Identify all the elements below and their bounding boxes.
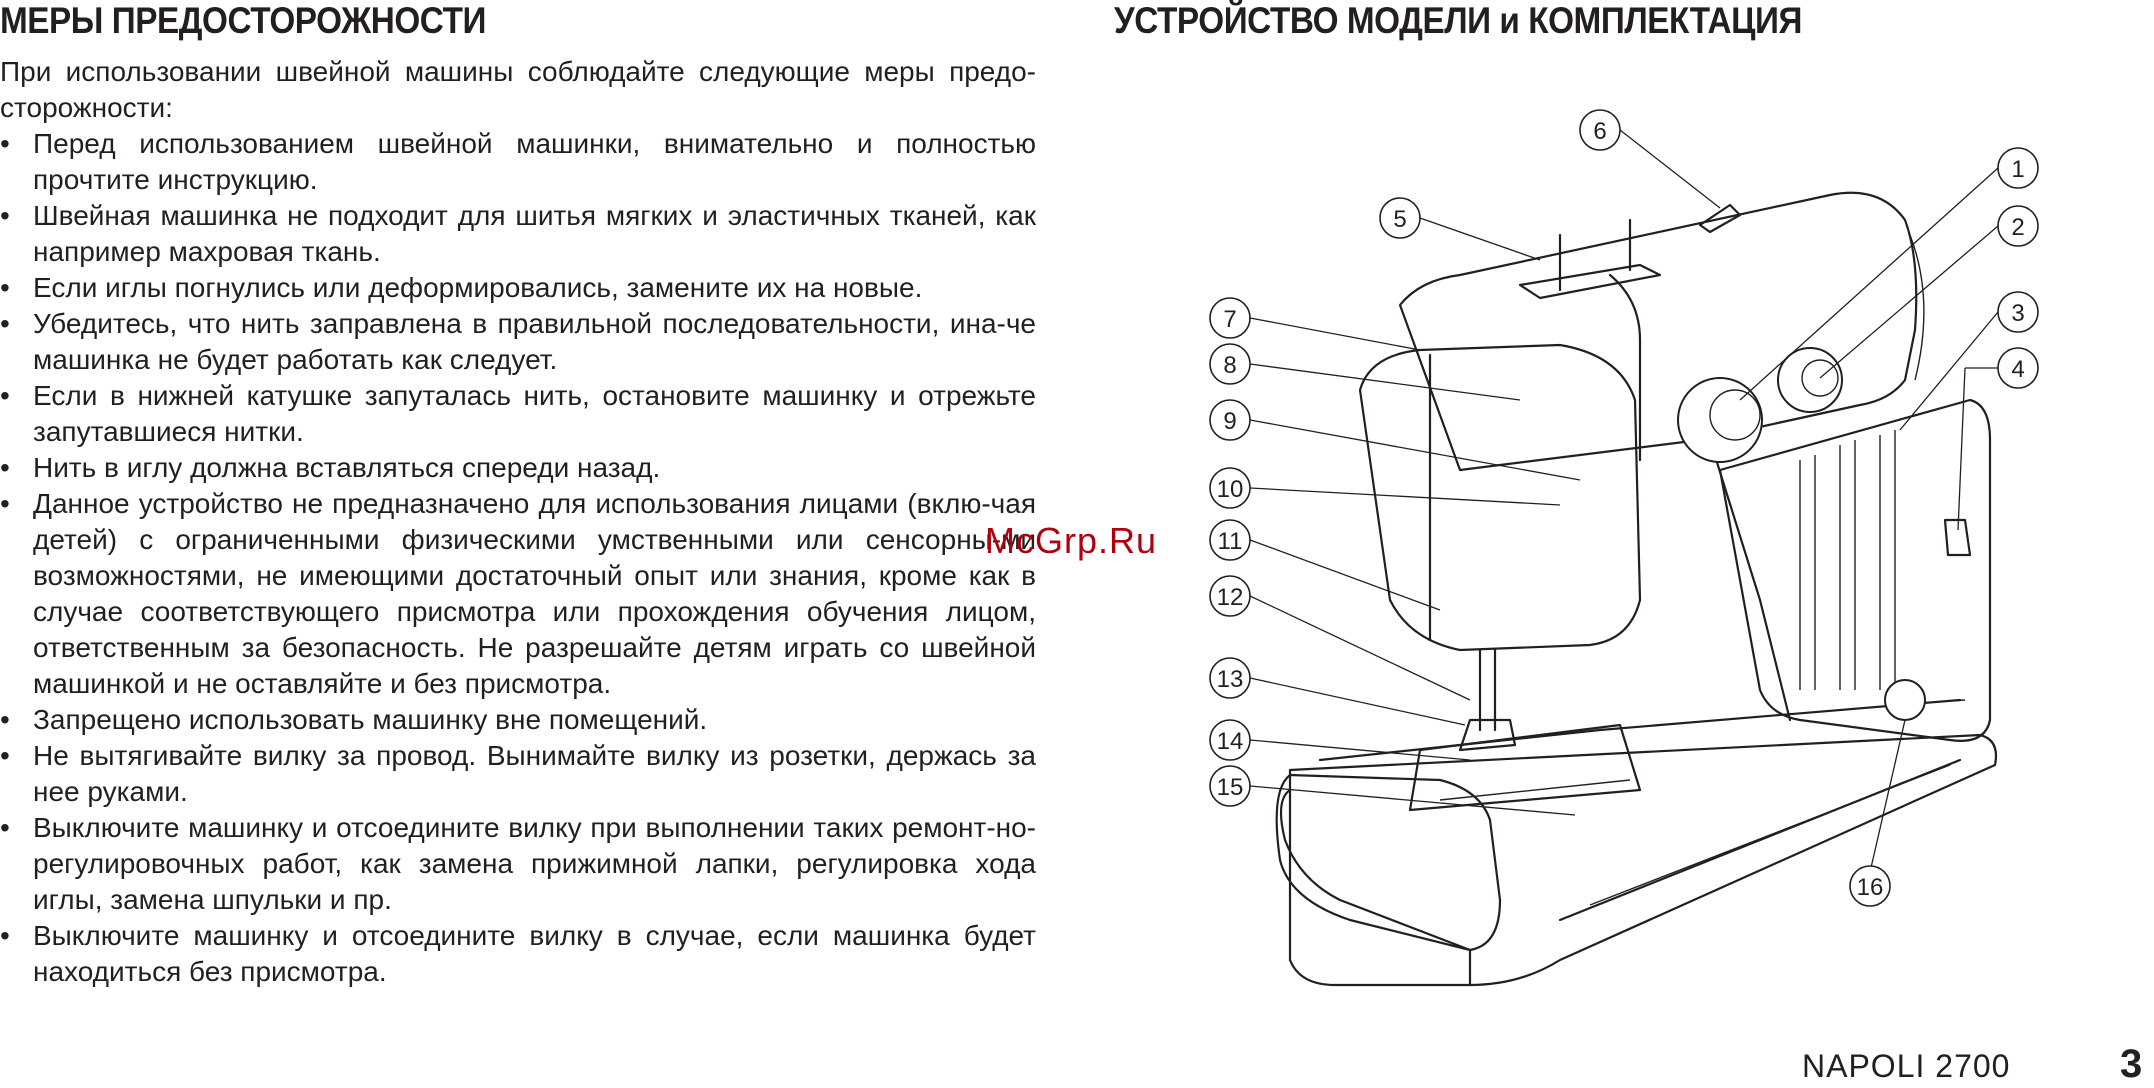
callout-8: 8 (1209, 343, 1251, 385)
bullet-marker: • (0, 740, 10, 771)
precaution-item: • Нить в иглу должна вставляться спереди … (0, 450, 1036, 486)
bullet-marker: • (0, 488, 10, 519)
callout-3: 3 (1997, 291, 2039, 333)
precaution-text: Выключите машинку и отсоедините вилку в … (33, 920, 1036, 987)
precautions-column: При использовании швейной машины соблюда… (0, 54, 1036, 990)
precaution-item: • Если в нижней катушке запуталась нить, … (0, 378, 1036, 450)
callout-number: 10 (1217, 476, 1244, 503)
callout-number: 8 (1223, 352, 1236, 379)
precaution-item: • Перед использованием швейной машинки, в… (0, 126, 1036, 198)
callout-number: 14 (1217, 728, 1244, 755)
callout-number: 16 (1857, 874, 1884, 901)
watermark: McGrp.Ru (985, 520, 1158, 561)
callout-5: 5 (1379, 197, 1421, 239)
callout-16: 16 (1849, 865, 1891, 907)
callout-13: 13 (1209, 657, 1251, 699)
callout-number: 6 (1593, 118, 1606, 145)
bullet-marker: • (0, 200, 10, 231)
precaution-text: Нить в иглу должна вставляться спереди н… (33, 452, 661, 483)
callout-number: 12 (1217, 584, 1244, 611)
sewing-machine-diagram: 1 2 3 4 5 6 7 8 9 10 11 12 13 14 15 16 (1209, 109, 2039, 987)
precaution-item: • Выключите машинку и отсоедините вилку п… (0, 810, 1036, 918)
precaution-text: Не вытягивайте вилку за провод. Вынимайт… (33, 740, 1036, 807)
bullet-marker: • (0, 452, 10, 483)
callout-2: 2 (1997, 205, 2039, 247)
precaution-item: • Убедитесь, что нить заправлена в правил… (0, 306, 1036, 378)
callout-number: 11 (1218, 528, 1243, 555)
callout-14: 14 (1209, 719, 1251, 761)
callout-number: 15 (1217, 774, 1244, 801)
callout-number: 5 (1393, 206, 1406, 233)
callout-15: 15 (1209, 765, 1251, 807)
callout-11: 11 (1209, 519, 1251, 561)
bullet-marker: • (0, 812, 10, 843)
callout-number: 4 (2011, 356, 2024, 383)
precaution-item: • Не вытягивайте вилку за провод. Вынимай… (0, 738, 1036, 810)
callout-number: 1 (2011, 156, 2024, 183)
precaution-item: • Швейная машинка не подходит для шитья м… (0, 198, 1036, 270)
bullet-marker: • (0, 380, 10, 411)
callout-number: 2 (2011, 214, 2024, 241)
precaution-item: • Данное устройство не предназначено для … (0, 486, 1036, 702)
callout-7: 7 (1209, 297, 1251, 339)
callout-1: 1 (1997, 147, 2039, 189)
callout-number: 3 (2011, 300, 2024, 327)
precaution-text: Перед использованием швейной машинки, вн… (33, 128, 1036, 195)
bullet-marker: • (0, 308, 10, 339)
leader-lines (1249, 129, 1999, 873)
precaution-item: • Выключите машинку и отсоедините вилку в… (0, 918, 1036, 990)
footer-model-name: NAPOLI 2700 (1802, 1048, 2011, 1084)
precaution-text: Если в нижней катушке запуталась нить, о… (33, 380, 1036, 447)
precaution-text: Убедитесь, что нить заправлена в правиль… (33, 308, 1036, 375)
precaution-text: Швейная машинка не подходит для шитья мя… (33, 200, 1036, 267)
callout-number: 13 (1217, 666, 1244, 693)
right-heading: УСТРОЙСТВО МОДЕЛИ и КОМПЛЕКТАЦИЯ (1114, 0, 1802, 41)
precaution-text: Данное устройство не предназначено для и… (33, 488, 1036, 699)
bullet-marker: • (0, 128, 10, 159)
callout-12: 12 (1209, 575, 1251, 617)
precaution-item: • Запрещено использовать машинку вне поме… (0, 702, 1036, 738)
page-number: 3 (2120, 1042, 2143, 1086)
precaution-text: Запрещено использовать машинку вне помещ… (33, 704, 708, 735)
callout-number: 9 (1223, 408, 1236, 435)
bullet-marker: • (0, 704, 10, 735)
precaution-text: Выключите машинку и отсоедините вилку пр… (33, 812, 1036, 915)
bullet-marker: • (0, 272, 10, 303)
callout-10: 10 (1209, 467, 1251, 509)
intro-paragraph: При использовании швейной машины соблюда… (0, 56, 1036, 123)
precaution-item: • Если иглы погнулись или деформировались… (0, 270, 1036, 306)
callout-number: 7 (1223, 306, 1236, 333)
precaution-text: Если иглы погнулись или деформировались,… (33, 272, 923, 303)
precautions-list: • Перед использованием швейной машинки, в… (0, 126, 1036, 990)
left-heading: МЕРЫ ПРЕДОСТОРОЖНОСТИ (0, 0, 486, 41)
callout-6: 6 (1579, 109, 1621, 151)
callout-9: 9 (1209, 399, 1251, 441)
bullet-marker: • (0, 920, 10, 951)
callout-4: 4 (1997, 347, 2039, 389)
